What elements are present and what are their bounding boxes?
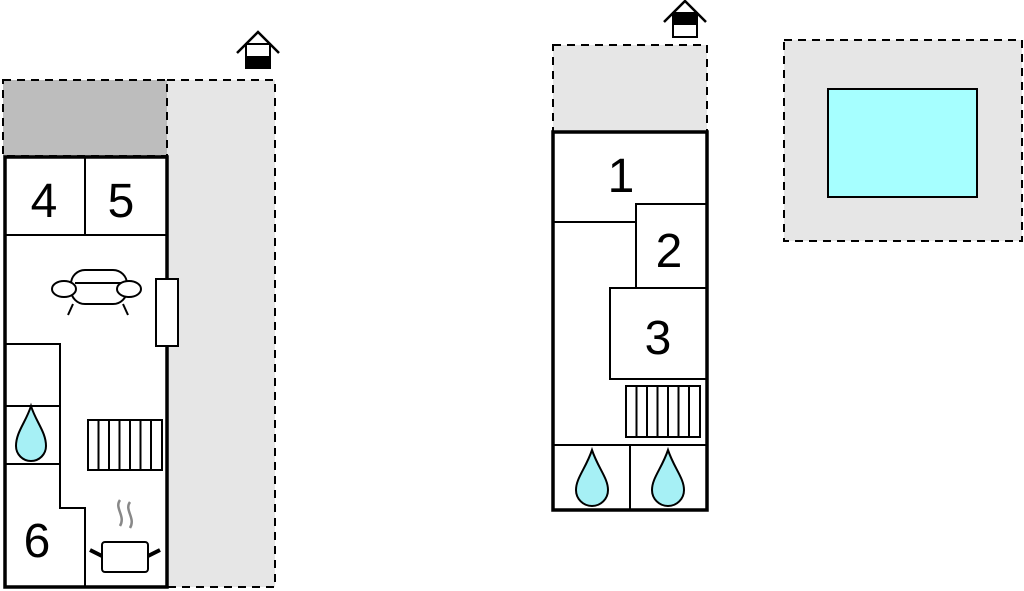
left-floor-plan: 4 5 6 (2, 30, 280, 589)
room-number-6: 6 (24, 515, 51, 568)
room-number-1: 1 (608, 150, 635, 203)
room-number-2: 2 (656, 225, 683, 278)
stairs-icon (625, 385, 701, 438)
cooking-pot-icon (89, 499, 161, 573)
stairs-icon (87, 419, 163, 471)
left-interior-walls (5, 157, 167, 587)
house-entrance-icon (236, 30, 280, 69)
water-drop-icon (14, 402, 48, 462)
room-number-4: 4 (31, 175, 58, 228)
left-window (155, 278, 179, 347)
house-entrance-icon (663, 0, 707, 38)
swimming-pool-icon (827, 88, 978, 198)
room-number-3: 3 (645, 312, 672, 365)
water-drop-icon (650, 446, 686, 507)
right-outdoor-area (552, 44, 708, 133)
pool-area (783, 39, 1023, 242)
water-drop-icon (574, 446, 610, 507)
room-number-5: 5 (108, 175, 135, 228)
left-outdoor-area (166, 79, 276, 588)
left-terrace (2, 79, 168, 157)
sofa-icon (51, 269, 142, 316)
right-floor-plan: 1 2 3 (551, 0, 709, 512)
right-interior-walls (553, 203, 707, 510)
